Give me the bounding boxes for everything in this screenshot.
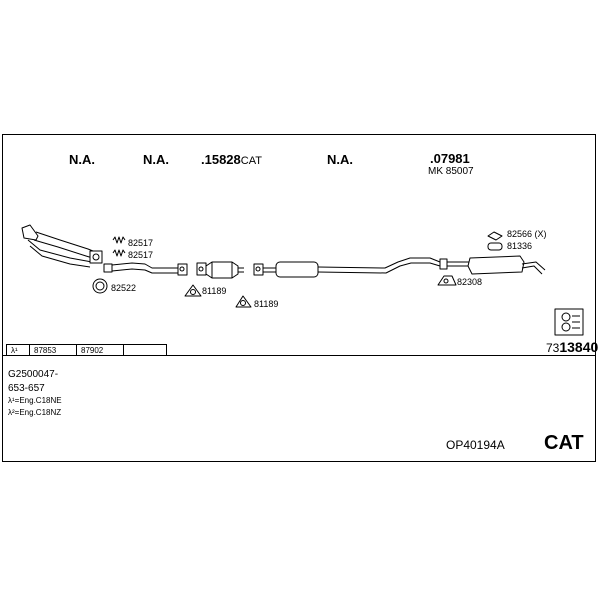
catalytic-converter-drawing — [196, 261, 244, 279]
diagram-code-icon — [554, 308, 584, 336]
section-divider — [2, 355, 596, 356]
label-82517-a: 82517 — [128, 238, 154, 248]
spring-82517-icon — [112, 236, 126, 257]
clamp-82566-icon — [487, 231, 503, 241]
cat-label: CAT — [544, 432, 584, 454]
label-81189-a: 81189 — [202, 286, 227, 296]
header-na-2: N.A. — [143, 152, 169, 167]
label-82517-b: 82517 — [128, 250, 154, 260]
note-line-2: 653-657 — [8, 383, 45, 394]
note-line-3: λ¹=Eng.C18NE — [8, 396, 62, 405]
note-line-1: G2500047- — [8, 369, 59, 380]
lambda-cell-2: 87902 — [76, 344, 124, 356]
header-mk-code: MK 85007 — [428, 166, 474, 177]
label-81189-b: 81189 — [254, 299, 279, 309]
label-82308: 82308 — [457, 277, 483, 287]
diagram-code-prefix: 73 — [546, 341, 560, 355]
lambda-cell-1: 87853 — [29, 344, 77, 356]
part-15828-number: .15828 — [201, 152, 241, 167]
label-82566: 82566 (X) — [507, 229, 547, 239]
hanger-82308-icon — [437, 275, 457, 286]
note-line-4: λ²=Eng.C18NZ — [8, 408, 62, 417]
gasket-81189-icon-a — [184, 284, 202, 297]
header-part-15828: .15828CAT — [201, 153, 262, 167]
lambda-cell-3 — [123, 344, 167, 356]
diagram-code-main: 13840 — [559, 339, 599, 355]
gasket-81189-icon-b — [235, 295, 252, 308]
header-part-07981: .07981 — [430, 151, 470, 166]
hanger-81336-icon — [487, 242, 503, 251]
lambda-row: λ¹ 87853 87902 — [6, 344, 167, 356]
lambda-table: λ¹ 87853 87902 — [6, 344, 167, 356]
middle-silencer-drawing — [253, 257, 448, 278]
header-na-3: N.A. — [327, 152, 353, 167]
kit-number: OP40194A — [446, 438, 505, 452]
part-15828-suffix: CAT — [240, 155, 262, 167]
front-pipe-drawing — [21, 224, 103, 268]
header-na-1: N.A. — [69, 152, 95, 167]
intermediate-pipe-drawing — [103, 262, 188, 276]
drawing-frame — [2, 134, 596, 462]
ring-82522-icon — [92, 278, 108, 294]
label-82522: 82522 — [111, 283, 137, 293]
rear-silencer-drawing — [447, 255, 546, 275]
label-81336: 81336 — [507, 241, 533, 251]
diagram-code: 7313840 — [546, 340, 598, 354]
lambda-symbol: λ¹ — [6, 344, 30, 356]
